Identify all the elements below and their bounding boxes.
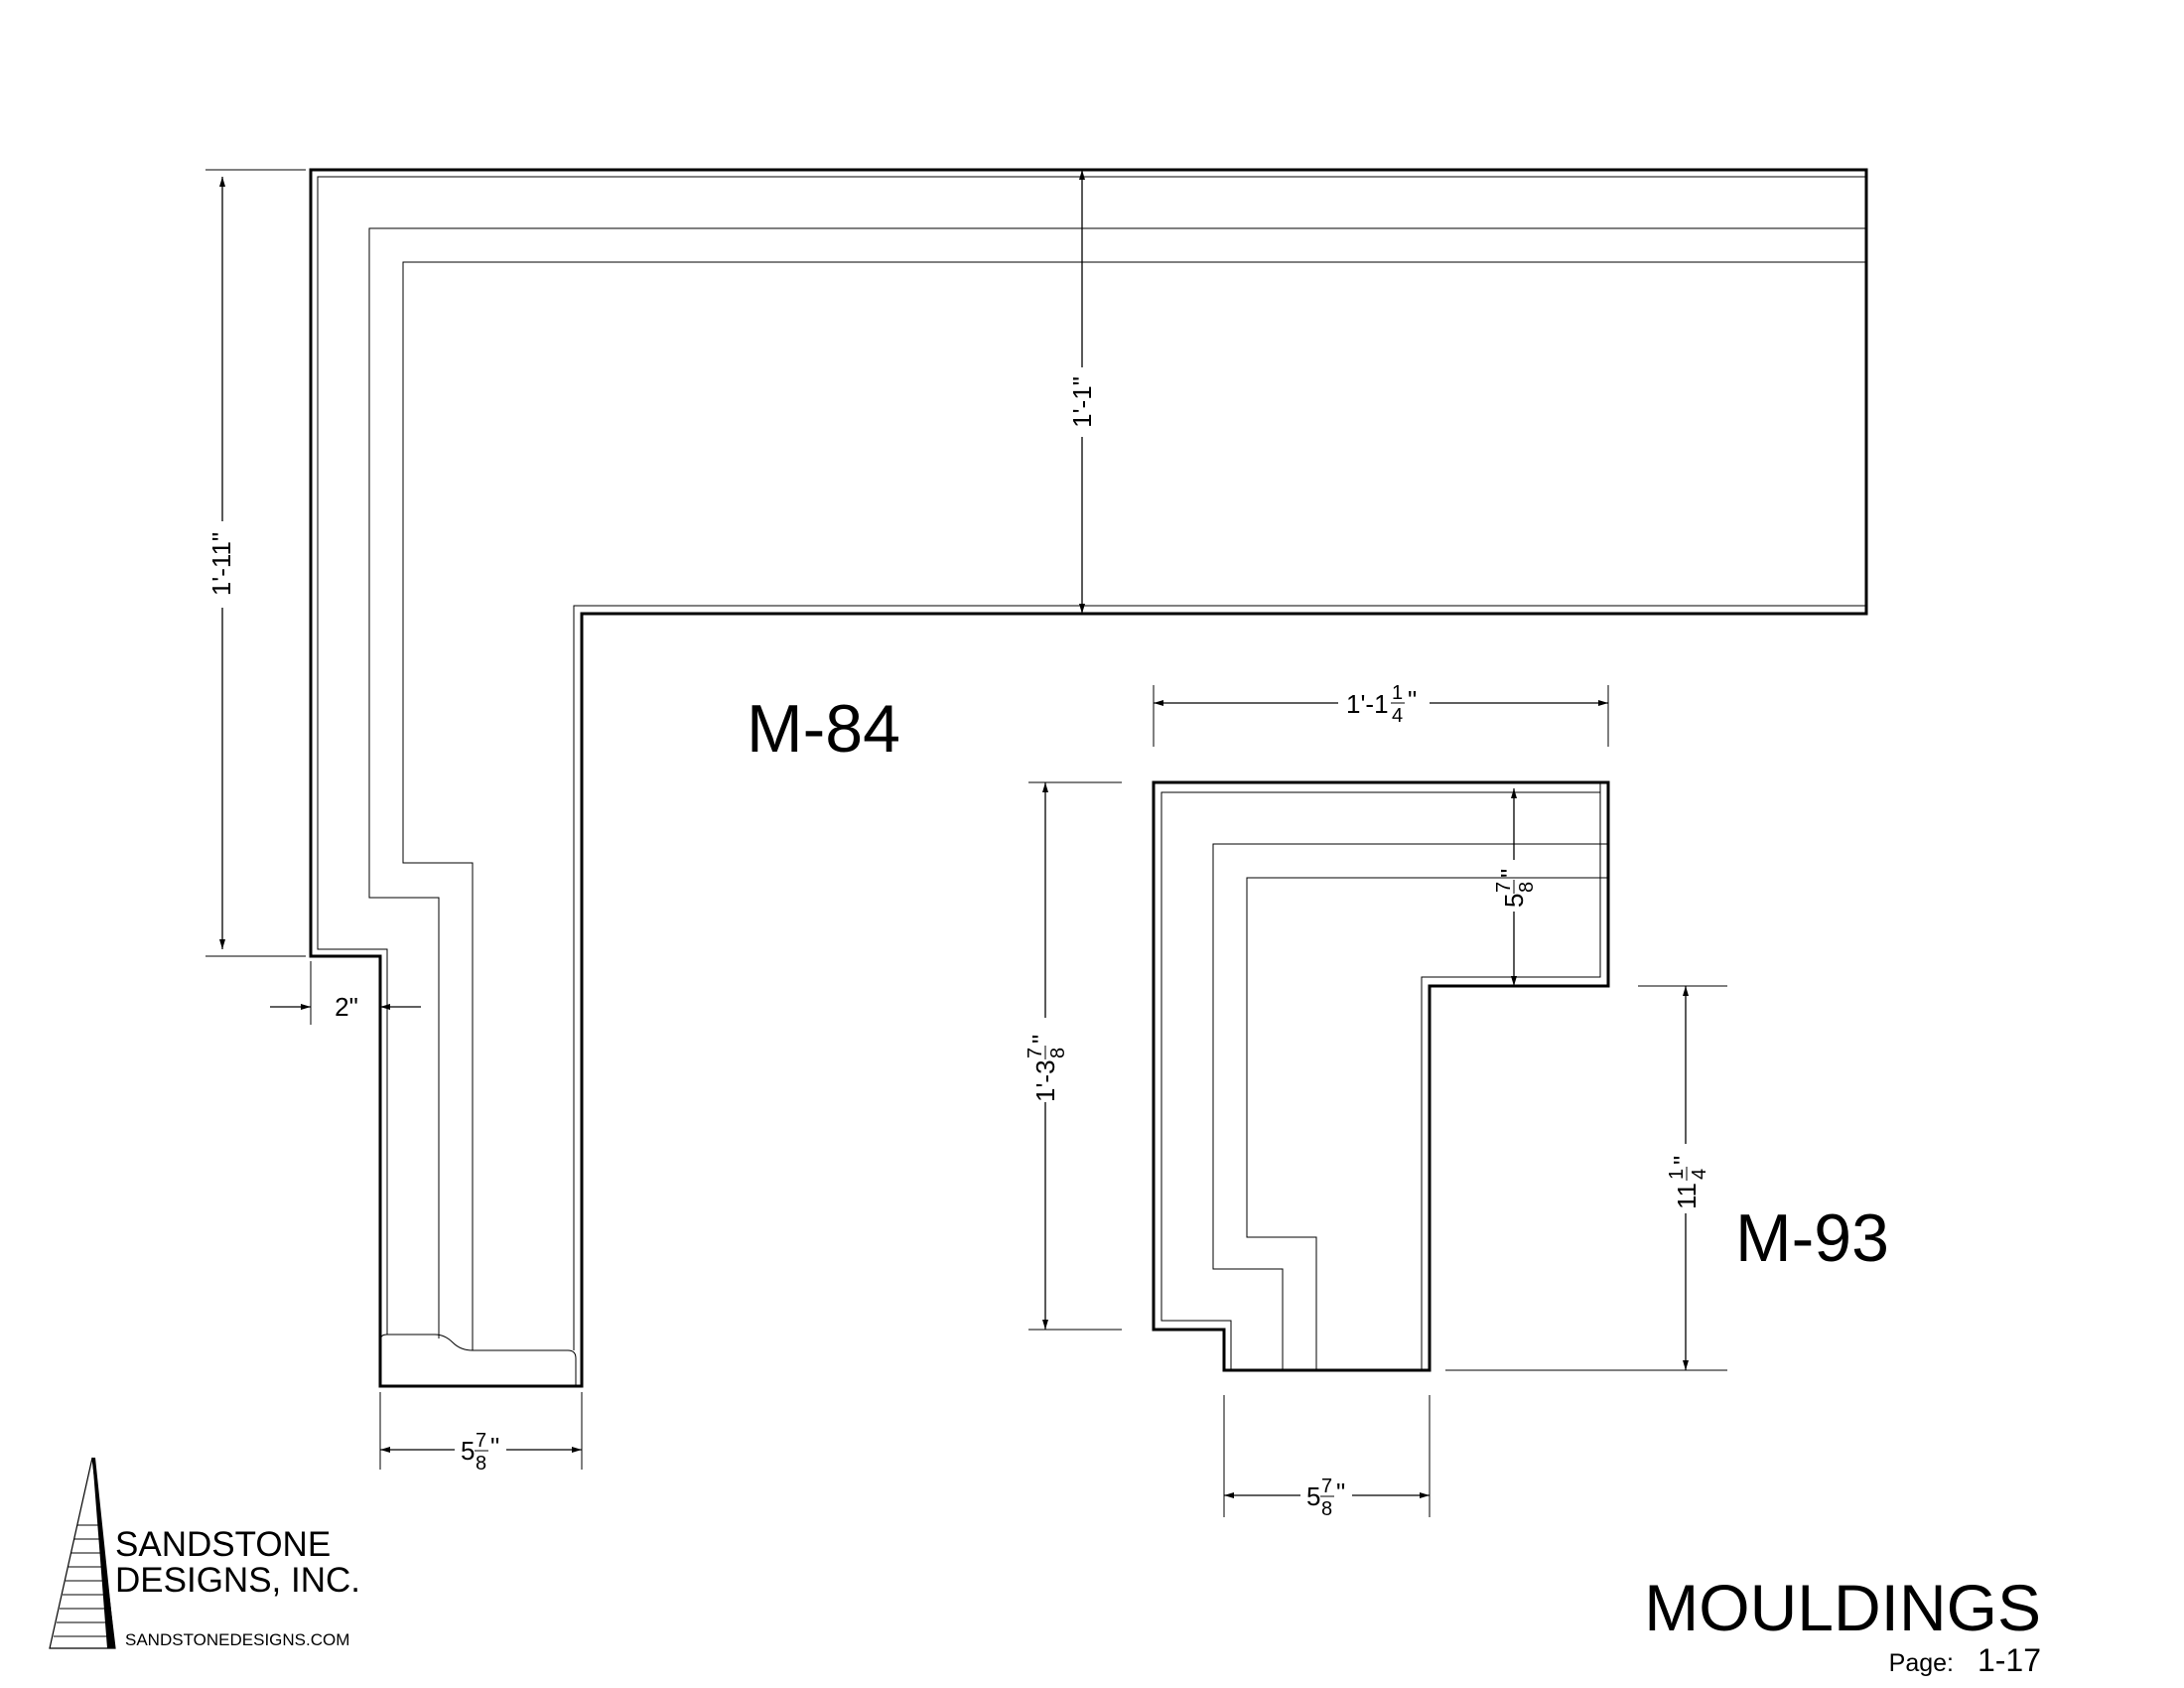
m93-outline [1152, 780, 1610, 1372]
m84-top-depth-label: 1'-1" [1067, 376, 1097, 428]
m93-width-denominator: 4 [1392, 705, 1403, 727]
m84-height-label: 1'-11" [206, 532, 236, 596]
m93-base-whole: 5 [1306, 1481, 1320, 1511]
m93-width-dimension: 1'-1 1 4 " [1153, 682, 1609, 747]
m84-step-dimension: 2" [270, 961, 421, 1025]
m93-height-dimension: 1'-3 7 8 " [1024, 781, 1122, 1331]
m93-width-numerator: 1 [1392, 682, 1403, 704]
m93-inner-line-3 [1246, 877, 1608, 1370]
m84-profile [309, 168, 1868, 1388]
m93-top-denominator: 8 [1516, 882, 1538, 893]
m93-height-denominator: 8 [1047, 1048, 1069, 1058]
m84-base-unit: " [490, 1432, 499, 1462]
m93-right-dimension: 11 1 4 " [1445, 985, 1727, 1371]
m93-height-whole: 1'-3 [1030, 1059, 1060, 1102]
m93-profile [1152, 780, 1610, 1372]
m93-base-unit: " [1336, 1477, 1345, 1507]
m93-width-whole: 1'-1 [1346, 689, 1389, 719]
m93-top-numerator: 7 [1493, 882, 1515, 893]
m93-right-numerator: 1 [1666, 1169, 1688, 1180]
m93-right-denominator: 4 [1689, 1169, 1710, 1180]
m84-inner-line-3 [402, 261, 1866, 1350]
m93-height-numerator: 7 [1024, 1048, 1046, 1058]
m84-step-label: 2" [335, 992, 358, 1022]
logo-line-1: SANDSTONE [115, 1525, 331, 1564]
m93-top-unit: " [1495, 869, 1525, 878]
m93-label: M-93 [1735, 1200, 1889, 1276]
m84-top-depth-dimension: 1'-1" [1067, 170, 1097, 614]
m84-label: M-84 [747, 691, 900, 767]
m93-height-unit: " [1026, 1035, 1056, 1044]
sheet-title: MOULDINGS [1644, 1571, 2041, 1644]
m93-top-dimension: 5 7 8 " [1493, 788, 1538, 986]
m93-right-unit: " [1668, 1156, 1698, 1165]
m84-base-numerator: 7 [476, 1430, 486, 1452]
m84-outline [309, 168, 1868, 1388]
m84-inner-line-4 [573, 605, 1866, 1350]
m84-base-dimension: 5 7 8 " [379, 1392, 583, 1475]
m84-base-detail [379, 1334, 577, 1386]
m84-inner-line-2 [368, 227, 1866, 1338]
m93-right-whole: 11 [1672, 1183, 1702, 1209]
m93-base-numerator: 7 [1321, 1476, 1332, 1497]
logo-line-2: DESIGNS, INC. [115, 1561, 360, 1600]
page-label: Page: [1889, 1649, 1954, 1677]
sandstone-logo: SANDSTONE DESIGNS, INC. SANDSTONEDESIGNS… [49, 1457, 360, 1649]
m84-base-denominator: 8 [476, 1453, 486, 1475]
m93-inner-line-2 [1212, 843, 1608, 1370]
page-number: 1-17 [1978, 1642, 2041, 1678]
m93-inner-line-1 [1160, 791, 1600, 1370]
m93-top-whole: 5 [1499, 894, 1529, 908]
m84-inner-line-1 [317, 176, 1866, 1335]
obelisk-icon [49, 1457, 116, 1649]
title-block: MOULDINGS Page: 1-17 [1644, 1571, 2041, 1678]
m84-base-whole: 5 [461, 1436, 475, 1466]
m93-width-unit: " [1408, 685, 1417, 715]
m93-base-denominator: 8 [1321, 1498, 1332, 1520]
m93-base-dimension: 5 7 8 " [1223, 1395, 1431, 1520]
m84-height-dimension: 1'-11" [205, 169, 306, 957]
logo-url: SANDSTONEDESIGNS.COM [125, 1630, 349, 1649]
